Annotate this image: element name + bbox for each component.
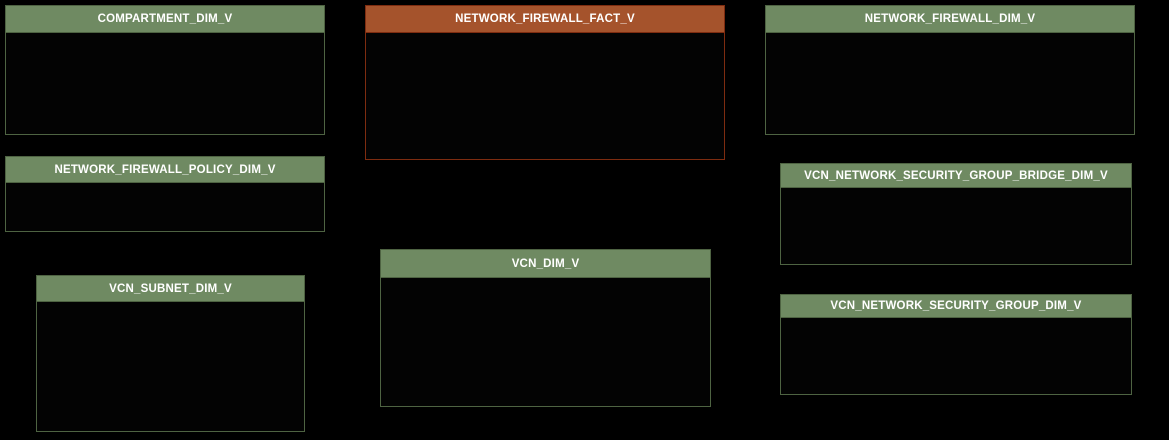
table-header[interactable]: COMPARTMENT_DIM_V (6, 6, 324, 33)
table-vcn-network-security-group-bridge-dim-v[interactable]: VCN_NETWORK_SECURITY_GROUP_BRIDGE_DIM_V (780, 163, 1132, 265)
table-title: VCN_DIM_V (511, 257, 580, 270)
table-vcn-subnet-dim-v[interactable]: VCN_SUBNET_DIM_V (36, 275, 305, 432)
table-network-firewall-dim-v[interactable]: NETWORK_FIREWALL_DIM_V (765, 5, 1135, 135)
table-header[interactable]: NETWORK_FIREWALL_FACT_V (366, 6, 724, 33)
table-body (366, 33, 724, 159)
table-header[interactable]: NETWORK_FIREWALL_POLICY_DIM_V (6, 157, 324, 183)
table-network-firewall-policy-dim-v[interactable]: NETWORK_FIREWALL_POLICY_DIM_V (5, 156, 325, 232)
table-body (6, 33, 324, 134)
table-header[interactable]: NETWORK_FIREWALL_DIM_V (766, 6, 1134, 33)
table-title: VCN_NETWORK_SECURITY_GROUP_DIM_V (830, 300, 1082, 312)
table-title: NETWORK_FIREWALL_DIM_V (864, 13, 1036, 25)
table-title: NETWORK_FIREWALL_POLICY_DIM_V (54, 163, 276, 176)
table-header[interactable]: VCN_NETWORK_SECURITY_GROUP_BRIDGE_DIM_V (781, 164, 1131, 188)
table-network-firewall-fact-v[interactable]: NETWORK_FIREWALL_FACT_V (365, 5, 725, 160)
table-compartment-dim-v[interactable]: COMPARTMENT_DIM_V (5, 5, 325, 135)
table-body (781, 188, 1131, 264)
table-title: VCN_NETWORK_SECURITY_GROUP_BRIDGE_DIM_V (804, 169, 1108, 182)
table-title: NETWORK_FIREWALL_FACT_V (455, 13, 635, 25)
table-vcn-dim-v[interactable]: VCN_DIM_V (380, 249, 711, 407)
table-header[interactable]: VCN_SUBNET_DIM_V (37, 276, 304, 302)
table-body (766, 33, 1134, 134)
table-body (781, 318, 1131, 394)
table-title: VCN_SUBNET_DIM_V (109, 282, 232, 295)
table-body (37, 302, 304, 431)
table-header[interactable]: VCN_NETWORK_SECURITY_GROUP_DIM_V (781, 295, 1131, 318)
table-body (6, 183, 324, 231)
table-vcn-network-security-group-dim-v[interactable]: VCN_NETWORK_SECURITY_GROUP_DIM_V (780, 294, 1132, 395)
table-title: COMPARTMENT_DIM_V (97, 13, 233, 25)
table-header[interactable]: VCN_DIM_V (381, 250, 710, 278)
table-body (381, 278, 710, 406)
